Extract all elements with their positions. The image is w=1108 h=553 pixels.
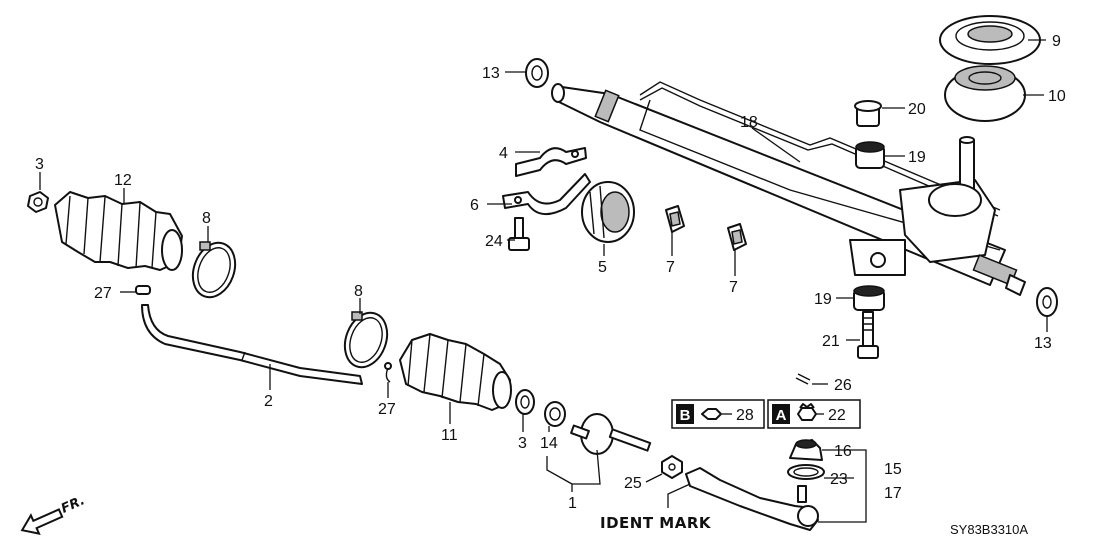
callout-24: 24	[485, 233, 503, 250]
callout-7-left: 7	[666, 259, 675, 276]
callout-labels: 13 9 10 20 19 18 4 6 24 5 7 7 3 12 8 27 …	[35, 33, 1066, 512]
callout-18: 18	[740, 114, 758, 131]
washer-14	[544, 401, 566, 427]
nut-3-left	[27, 191, 49, 213]
clamp-4	[515, 147, 587, 177]
legend-box-b-label: B	[680, 407, 691, 424]
tube-2	[141, 304, 363, 385]
callout-15: 15	[884, 461, 902, 478]
callout-27-left: 27	[94, 285, 112, 302]
callout-10: 10	[1048, 88, 1066, 105]
callout-22: 22	[828, 407, 846, 424]
legend-box-a-label: A	[776, 407, 787, 424]
clamp-band-8-left	[191, 241, 237, 299]
callout-9: 9	[1052, 33, 1061, 50]
callout-8-left: 8	[202, 210, 211, 227]
boot-11	[399, 333, 512, 411]
callout-19-upper: 19	[908, 149, 926, 166]
ring-23	[787, 464, 825, 480]
callout-8-right: 8	[354, 283, 363, 300]
callout-1: 1	[568, 495, 577, 512]
callout-25: 25	[624, 475, 642, 492]
callout-6: 6	[470, 197, 479, 214]
callout-2: 2	[264, 393, 273, 410]
front-direction-label: FR.	[59, 493, 87, 516]
mount-rubber-9	[939, 15, 1041, 65]
clip-27-left	[135, 285, 151, 295]
callout-16: 16	[834, 443, 852, 460]
tie-rod-1	[570, 413, 652, 455]
bolt-21	[857, 311, 879, 359]
nut-3-right	[515, 389, 535, 415]
callout-17: 17	[884, 485, 902, 502]
callout-13-right: 13	[1034, 335, 1052, 352]
callout-23: 23	[830, 471, 848, 488]
clamp-6	[502, 173, 591, 215]
callout-28: 28	[736, 407, 754, 424]
callout-3-left: 3	[35, 156, 44, 173]
tie-rod-end	[685, 467, 819, 531]
seal-13-top	[525, 58, 549, 88]
callout-27-right: 27	[378, 401, 396, 418]
bushing-5	[581, 181, 635, 243]
callout-5: 5	[598, 259, 607, 276]
ident-mark-label: IDENT MARK	[600, 514, 712, 532]
diagram-code: SY83B3310A	[950, 522, 1028, 537]
callout-26: 26	[834, 377, 852, 394]
legend-box-a: A	[767, 399, 861, 429]
bush-20	[854, 100, 882, 127]
front-direction-arrow	[20, 508, 64, 535]
callout-12: 12	[114, 172, 132, 189]
clip-7-left	[665, 205, 685, 233]
nut-25	[661, 455, 683, 479]
clamp-band-8-right	[343, 311, 389, 369]
callout-20: 20	[908, 101, 926, 118]
callout-21: 21	[822, 333, 840, 350]
boot-12	[54, 191, 183, 271]
cotter-pin-26	[795, 373, 811, 385]
bush-19-lower	[853, 285, 885, 311]
seal-13-right	[1036, 287, 1058, 317]
bolt-24	[508, 217, 530, 251]
mount-rubber-10	[944, 65, 1026, 122]
bush-19-upper	[855, 141, 885, 169]
clip-27-right	[384, 362, 392, 383]
callout-11: 11	[441, 427, 458, 444]
callout-3-right: 3	[518, 435, 527, 452]
callout-14: 14	[540, 435, 558, 452]
callout-19-lower: 19	[814, 291, 832, 308]
legend-box-b: B	[671, 399, 765, 429]
clip-7-right	[727, 223, 747, 251]
callout-13-top: 13	[482, 65, 500, 82]
leader-lines	[39, 39, 1048, 523]
ball-joint-boot-16	[789, 439, 823, 461]
callout-7-right: 7	[729, 279, 738, 296]
steering-rack-housing	[551, 81, 1026, 296]
callout-4: 4	[499, 145, 508, 162]
